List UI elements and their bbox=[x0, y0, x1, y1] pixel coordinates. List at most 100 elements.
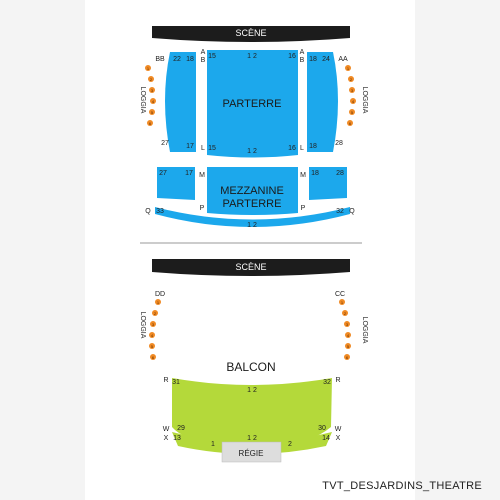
mezzanine-center-block[interactable] bbox=[207, 167, 298, 215]
loggia-seat[interactable] bbox=[348, 76, 354, 82]
loggia-seat-number: 1 bbox=[157, 300, 160, 305]
loggia-seat-number: 5 bbox=[151, 344, 154, 349]
loggia-seat[interactable] bbox=[344, 321, 350, 327]
upper-loggia-right-label: LOGGIA bbox=[361, 87, 368, 114]
balcon-seat-top-left: 31 bbox=[172, 379, 180, 386]
mezzanine-seat-center: 1 2 bbox=[247, 222, 257, 229]
loggia-seat-number: 6 bbox=[152, 355, 155, 360]
loggia-seat[interactable] bbox=[345, 332, 351, 338]
upper-loggia-left-label: LOGGIA bbox=[139, 87, 146, 114]
loggia-seat[interactable] bbox=[152, 310, 158, 316]
loggia-seat[interactable] bbox=[149, 343, 155, 349]
loggia-seat[interactable] bbox=[148, 76, 154, 82]
regie-box: RÉGIE bbox=[221, 441, 282, 463]
parterre-right-top-num: 24 bbox=[322, 56, 330, 63]
loggia-seat[interactable] bbox=[149, 87, 155, 93]
mezzanine-left-section[interactable]: 27 17 bbox=[157, 167, 195, 200]
balcon-seat-x-left: 13 bbox=[173, 435, 181, 442]
parterre-right-block[interactable] bbox=[307, 52, 338, 152]
loggia-seat-number: 4 bbox=[347, 333, 350, 338]
loggia-seat[interactable] bbox=[342, 310, 348, 316]
loggia-seat-number: 3 bbox=[346, 322, 349, 327]
stage-shape bbox=[152, 259, 350, 276]
mezzanine-right-block[interactable] bbox=[309, 167, 347, 200]
loggia-seat[interactable] bbox=[345, 343, 351, 349]
mezzanine-row-m-right: M bbox=[300, 172, 306, 179]
balcon-seat-w-right: 30 bbox=[318, 425, 326, 432]
loggia-seat[interactable] bbox=[149, 332, 155, 338]
parterre-right-section[interactable]: AA 24 18 28 18 bbox=[307, 52, 348, 152]
parterre-left-edge-num: 18 bbox=[186, 56, 194, 63]
balcon-row-w-right: W bbox=[335, 426, 342, 433]
lower-loggia-left-label: LOGGIA bbox=[139, 312, 146, 339]
loggia-seat[interactable] bbox=[150, 321, 156, 327]
balcon-row-r-left: R bbox=[163, 377, 168, 384]
balcon-row-x-left: X bbox=[164, 435, 169, 442]
parterre-right-bottom-edge: 18 bbox=[309, 143, 317, 150]
balcon-block[interactable] bbox=[172, 378, 332, 443]
loggia-seat-number: 3 bbox=[351, 88, 354, 93]
loggia-seat[interactable] bbox=[349, 109, 355, 115]
loggia-seat[interactable] bbox=[149, 109, 155, 115]
stage-label: SCÈNE bbox=[235, 262, 266, 272]
mezzanine-curve-right-letter: Q bbox=[349, 208, 355, 215]
parterre-seat-top-center: 1 2 bbox=[247, 53, 257, 60]
loggia-seat-number: 1 bbox=[347, 66, 350, 71]
loggia-seat-number: 3 bbox=[152, 322, 155, 327]
loggia-seat[interactable] bbox=[150, 98, 156, 104]
loggia-seat[interactable] bbox=[344, 354, 350, 360]
parterre-right-edge-num: 18 bbox=[309, 56, 317, 63]
loggia-seat[interactable] bbox=[150, 354, 156, 360]
mezzanine-left-block[interactable] bbox=[157, 167, 195, 200]
loggia-seat[interactable] bbox=[339, 299, 345, 305]
parterre-row-l-left: L bbox=[201, 145, 205, 152]
mezzanine-curve-block[interactable] bbox=[155, 207, 350, 227]
loggia-seat[interactable] bbox=[347, 120, 353, 126]
parterre-row-a-right: A bbox=[300, 49, 305, 56]
balcon-seat-x-right: 14 bbox=[322, 435, 330, 442]
loggia-seat[interactable] bbox=[349, 87, 355, 93]
mezzanine-left-num: 27 bbox=[159, 170, 167, 177]
parterre-seat-bottom-center: 1 2 bbox=[247, 148, 257, 155]
lower-loggia-left-seats[interactable]: 1 2 3 4 5 6 bbox=[149, 299, 161, 360]
parterre-center-block[interactable] bbox=[207, 50, 298, 158]
parterre-seat-bottom-right: 16 bbox=[288, 145, 296, 152]
mezzanine-right-section[interactable]: 28 18 bbox=[309, 167, 347, 200]
lower-loggia-left-row: DD bbox=[155, 291, 165, 298]
balcon-seat-top-right: 32 bbox=[323, 379, 331, 386]
parterre-center-section[interactable]: PARTERRE 1 2 15 16 1 2 15 16 A B A B L L bbox=[201, 49, 305, 158]
loggia-seat[interactable] bbox=[147, 120, 153, 126]
loggia-seat[interactable] bbox=[145, 65, 151, 71]
balcon-seat-bottom-center: 1 2 bbox=[247, 435, 257, 442]
mezzanine-curve-left-num: 33 bbox=[156, 208, 164, 215]
parterre-row-b-left: B bbox=[201, 57, 206, 64]
loggia-seat[interactable] bbox=[155, 299, 161, 305]
stage-shape bbox=[152, 26, 350, 42]
loggia-seat[interactable] bbox=[350, 98, 356, 104]
balcon-seat-top-center: 1 2 bbox=[247, 387, 257, 394]
loggia-seat[interactable] bbox=[345, 65, 351, 71]
parterre-row-l-right: L bbox=[300, 145, 304, 152]
mezzanine-curve-left-letter: Q bbox=[145, 208, 151, 215]
parterre-left-row-label: BB bbox=[155, 56, 165, 63]
mezzanine-label-line1: MEZZANINE bbox=[220, 185, 284, 197]
mezzanine-row-p-left: P bbox=[200, 205, 205, 212]
mezzanine-curve-row[interactable]: 1 2 Q 33 32 Q bbox=[145, 207, 355, 229]
regie-shape bbox=[221, 441, 282, 463]
balcon-curve-left-num: 1 bbox=[211, 441, 215, 448]
mezzanine-center-section[interactable]: MEZZANINE PARTERRE M P M P bbox=[199, 167, 306, 215]
parterre-seat-top-left: 15 bbox=[208, 53, 216, 60]
loggia-seat-number: 6 bbox=[349, 121, 352, 126]
loggia-seat-number: 2 bbox=[154, 311, 157, 316]
loggia-seat-number: 5 bbox=[351, 110, 354, 115]
parterre-left-block[interactable] bbox=[165, 52, 196, 152]
mezzanine-row-p-right: P bbox=[301, 205, 306, 212]
parterre-left-section[interactable]: BB 22 18 27 17 bbox=[155, 52, 196, 152]
lower-loggia-right-row: CC bbox=[335, 291, 345, 298]
loggia-seat-number: 4 bbox=[151, 333, 154, 338]
parterre-row-b-right: B bbox=[300, 57, 305, 64]
